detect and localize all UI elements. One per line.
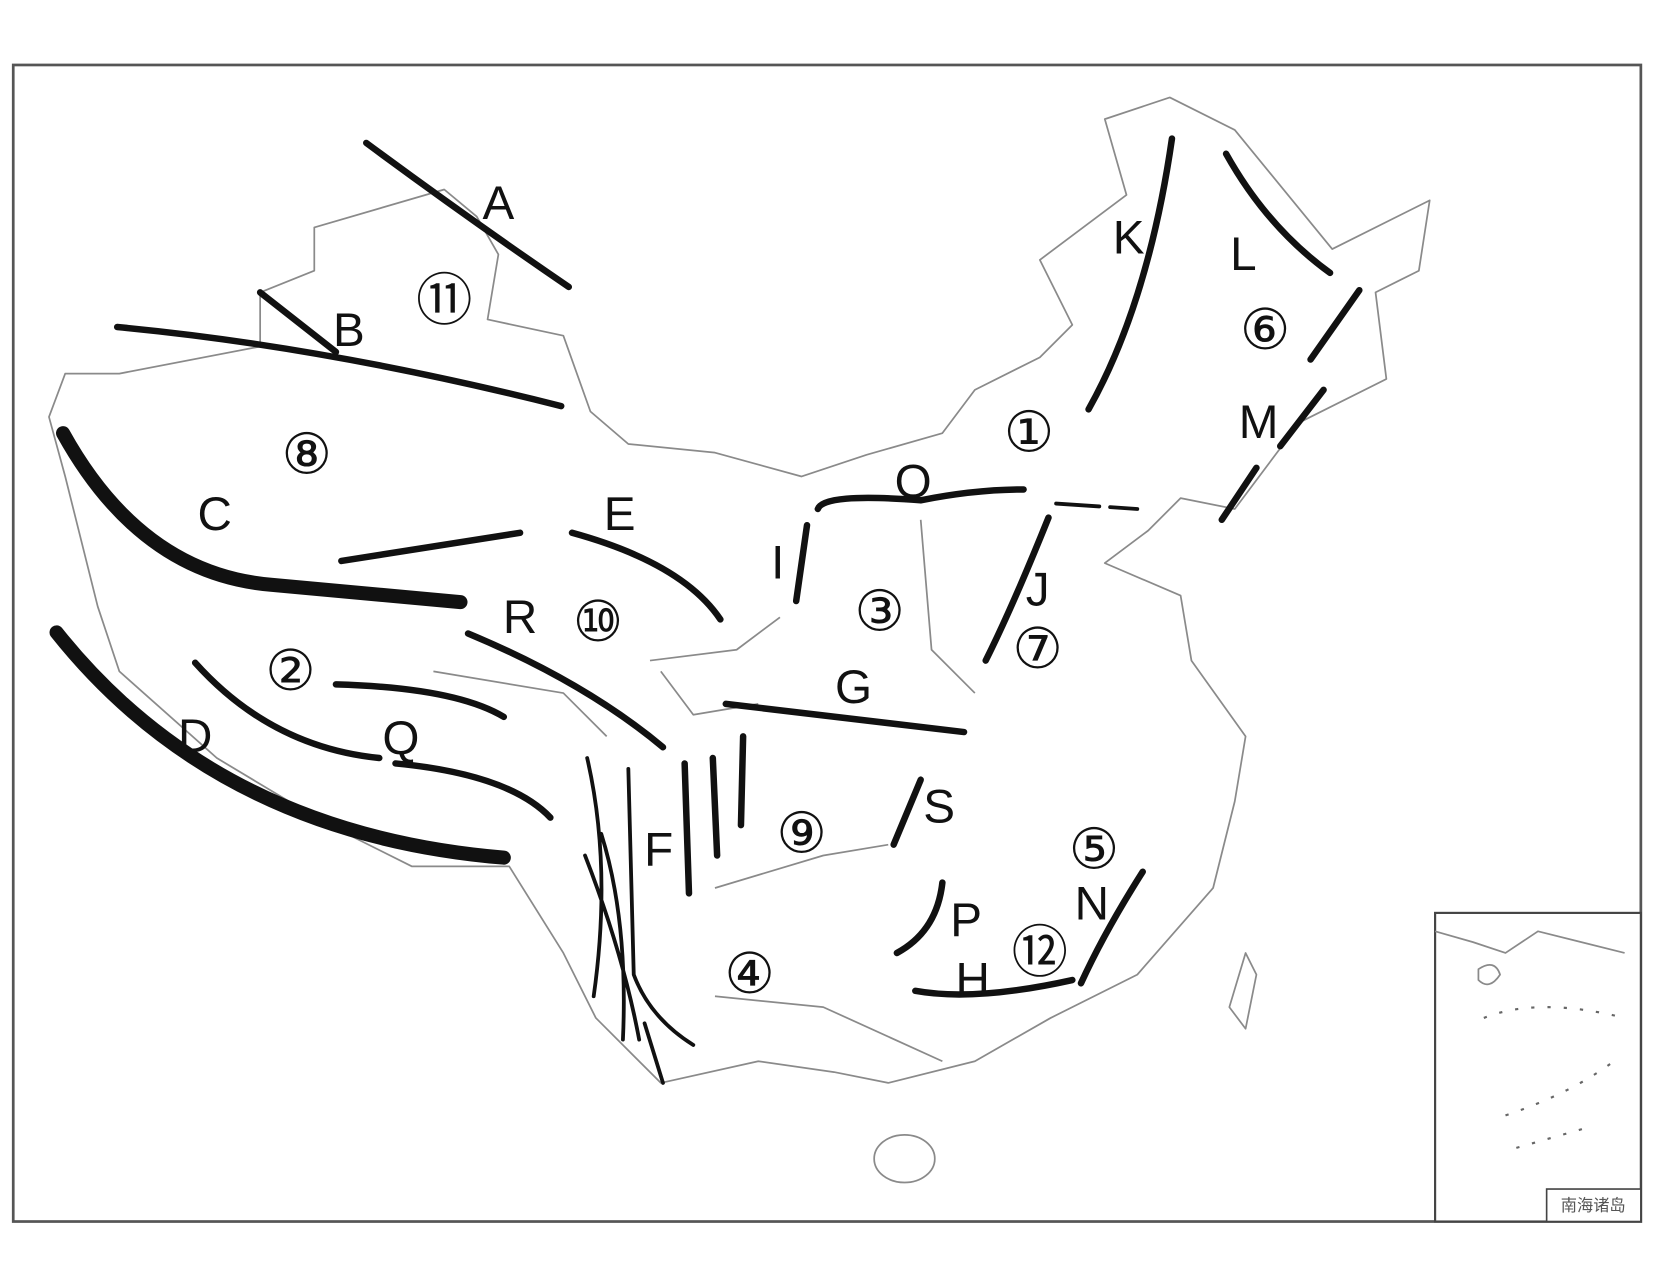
label-a: A	[483, 177, 515, 230]
label-12: ⑫	[1012, 920, 1068, 985]
label-c: C	[197, 488, 231, 541]
range-b	[113, 323, 565, 410]
label-b: B	[333, 304, 365, 357]
letter-labels: A B C D E F G H I J K L M N O P Q R S	[178, 177, 1278, 1006]
range-2-east	[332, 681, 508, 721]
range-h	[912, 976, 1076, 998]
range-g	[722, 700, 968, 736]
range-e	[568, 529, 724, 623]
label-m: M	[1239, 396, 1279, 449]
range-l	[1222, 150, 1334, 277]
taiwan-island	[1228, 952, 1258, 1030]
label-q: Q	[382, 712, 419, 765]
label-2: ②	[265, 639, 315, 704]
inset-label-box	[1545, 1188, 1642, 1223]
label-d: D	[178, 710, 212, 763]
inset-islands	[1483, 1006, 1625, 1149]
hainan-island	[873, 1134, 936, 1184]
label-j: J	[1026, 564, 1050, 617]
range-b-branch	[256, 289, 340, 356]
label-i: I	[771, 537, 784, 590]
range-q	[392, 760, 554, 821]
label-o: O	[895, 455, 932, 508]
label-10: ⑩	[573, 590, 623, 655]
label-n: N	[1075, 878, 1109, 931]
range-i	[792, 521, 811, 605]
range-e-west	[338, 529, 524, 565]
range-j-dash	[1054, 501, 1140, 511]
range-j	[982, 514, 1052, 664]
range-d	[49, 625, 511, 865]
label-11: ⑪	[416, 269, 472, 334]
range-m	[1218, 286, 1363, 524]
south-china-sea-inset: 南海诸岛	[1434, 911, 1642, 1223]
label-r: R	[503, 591, 537, 644]
range-2-south	[191, 659, 383, 762]
inset-frame	[1434, 911, 1642, 1223]
label-p: P	[950, 894, 982, 947]
label-9: ⑨	[776, 801, 826, 866]
label-f: F	[644, 824, 673, 877]
map-frame	[11, 63, 1643, 1223]
label-h: H	[955, 954, 989, 1007]
range-o	[814, 486, 1027, 513]
range-s	[890, 776, 924, 848]
label-l: L	[1230, 228, 1257, 281]
label-s: S	[923, 780, 955, 833]
inset-label: 南海诸岛	[1561, 1196, 1626, 1215]
range-n	[1077, 868, 1146, 987]
range-a	[363, 139, 573, 291]
label-3: ③	[854, 579, 904, 644]
range-f-east	[681, 733, 747, 897]
label-8: ⑧	[281, 422, 331, 487]
label-1: ①	[1004, 401, 1054, 466]
range-p	[893, 879, 946, 957]
label-4: ④	[724, 942, 774, 1007]
label-7: ⑦	[1012, 617, 1062, 682]
label-6: ⑥	[1240, 298, 1290, 363]
number-labels: ① ② ③ ④ ⑤ ⑥ ⑦ ⑧ ⑨ ⑩ ⑪ ⑫	[265, 269, 1290, 1008]
range-k	[1085, 135, 1176, 413]
range-f	[583, 756, 696, 1085]
province-borders	[433, 519, 976, 1063]
mountain-ranges	[49, 135, 1363, 1085]
label-e: E	[604, 488, 636, 541]
inset-coastline	[1434, 930, 1625, 986]
label-5: ⑤	[1069, 818, 1119, 883]
range-c	[56, 426, 468, 610]
range-r	[464, 630, 667, 751]
china-outline	[48, 96, 1431, 1084]
label-g: G	[835, 661, 872, 714]
label-k: K	[1113, 212, 1145, 265]
